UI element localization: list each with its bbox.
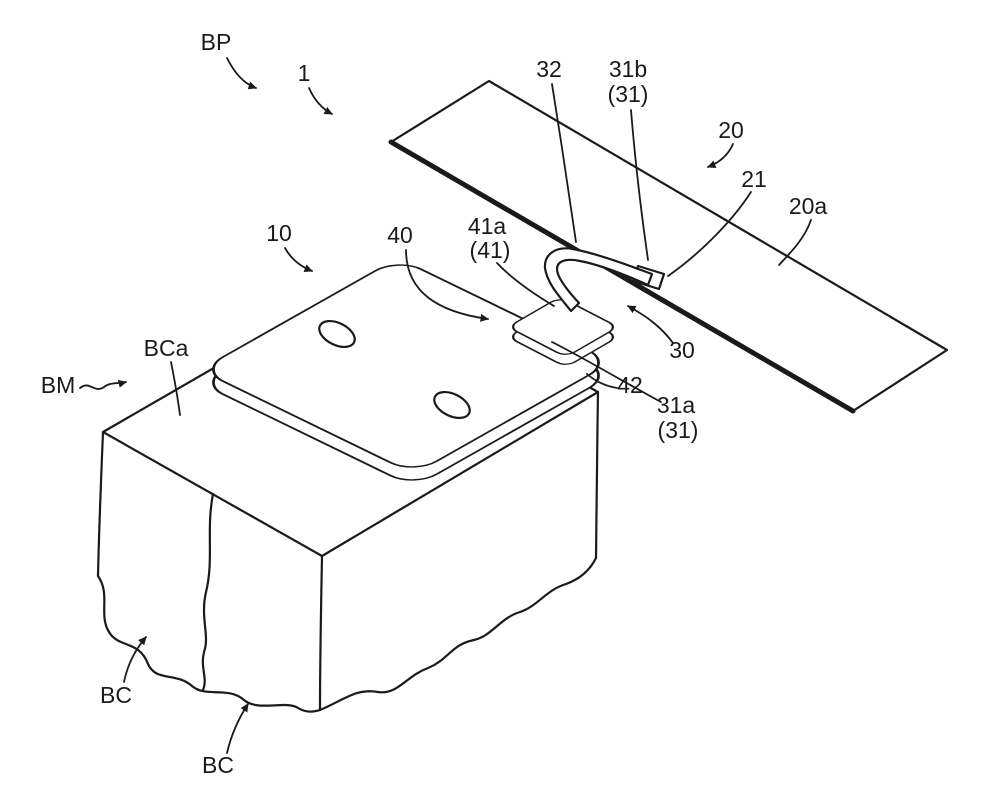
- busbar-near-edge-thickness: [388, 139, 856, 414]
- label-21: 21: [741, 166, 767, 192]
- leader-20: [707, 143, 734, 169]
- tab-assembly-30: [543, 247, 666, 313]
- case-left-edge: [96, 430, 105, 578]
- busbar-plate-20: [388, 79, 949, 414]
- label-31b-sub: (31): [608, 81, 649, 107]
- label-31b: 31b: [609, 56, 647, 82]
- leader-32: [551, 83, 577, 243]
- label-bc-1: BC: [100, 682, 132, 708]
- plate-hole-right: [433, 390, 471, 420]
- reference-labels: BP 1 32 31b (31) 20 21 20a 10 40 41a (41…: [41, 29, 828, 778]
- plate-hole-left: [318, 319, 356, 349]
- leader-lines: [79, 57, 812, 754]
- label-30: 30: [669, 337, 695, 363]
- label-1: 1: [298, 60, 311, 86]
- component-40: [512, 299, 614, 365]
- leader-30: [627, 305, 674, 344]
- label-41a: 41a: [468, 213, 507, 239]
- label-20a: 20a: [789, 193, 828, 219]
- label-bc-2: BC: [202, 752, 234, 778]
- case-torn-bottom-right: [318, 556, 598, 712]
- component-top-face: [512, 299, 614, 355]
- leader-bc-1: [123, 636, 147, 683]
- leader-10: [284, 247, 313, 273]
- leader-20a: [778, 219, 812, 266]
- label-bm: BM: [41, 372, 76, 398]
- label-32: 32: [536, 56, 562, 82]
- leader-41a: [496, 262, 555, 307]
- leader-bm: [79, 379, 127, 390]
- label-20: 20: [718, 117, 744, 143]
- leader-40: [405, 249, 489, 322]
- leader-bca: [170, 361, 181, 416]
- leader-31b: [630, 109, 649, 261]
- leader-bp: [226, 57, 257, 90]
- case-right-edge: [594, 390, 600, 560]
- label-31a-sub: (31): [658, 417, 699, 443]
- leader-31a: [551, 341, 662, 403]
- leader-1: [308, 87, 333, 115]
- plate-top-face: [212, 264, 600, 468]
- tab-loop-31: [543, 247, 654, 313]
- case-front-crease: [201, 492, 215, 692]
- case-torn-bottom-left: [96, 574, 322, 713]
- label-31a: 31a: [657, 392, 696, 418]
- label-10: 10: [266, 220, 292, 246]
- top-plate-10: [212, 264, 600, 481]
- leader-bc-2: [226, 703, 249, 754]
- label-bp: BP: [201, 29, 232, 55]
- label-40: 40: [387, 222, 413, 248]
- leader-42: [586, 373, 618, 389]
- label-41a-sub: (41): [470, 237, 511, 263]
- case-front-edge: [318, 554, 324, 712]
- leader-21: [667, 191, 752, 277]
- label-bca: BCa: [144, 335, 189, 361]
- label-42: 42: [617, 372, 643, 398]
